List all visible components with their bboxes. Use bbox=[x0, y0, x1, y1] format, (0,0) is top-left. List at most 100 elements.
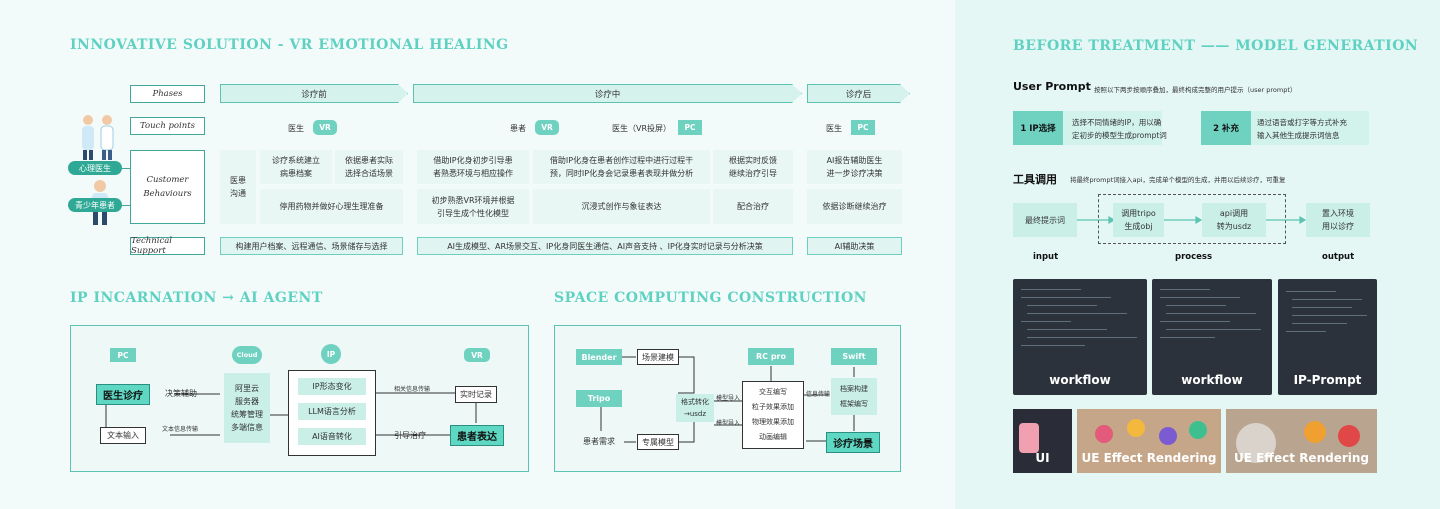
ip-form-change: IP形态变化 bbox=[298, 378, 366, 395]
realtime-record-node: 实时记录 bbox=[455, 386, 497, 403]
role-patient-label: 青少年患者 bbox=[68, 198, 122, 212]
connector-line bbox=[122, 205, 130, 206]
model-import-label: 模型导入 bbox=[716, 395, 741, 402]
doctor-figure-icon bbox=[73, 112, 123, 162]
tool-call-title: 工具调用 bbox=[1013, 173, 1057, 186]
vr-headset-icon: VR bbox=[535, 120, 559, 135]
text-input-node: 文本输入 bbox=[100, 427, 146, 444]
blender-node: Blender bbox=[576, 349, 622, 365]
pc-icon: PC bbox=[110, 348, 136, 362]
ue-render-image-1-label: UE Effect Rendering bbox=[1081, 451, 1217, 465]
cloud-icon: Cloud bbox=[232, 346, 262, 364]
render-object-shape bbox=[1159, 427, 1177, 445]
step1-text: 选择不同情绪的IP，用以确 定初步的模型生成prompt词 bbox=[1072, 118, 1167, 140]
behaviour-patient-5: 依据诊断继续治疗 bbox=[807, 189, 902, 224]
llm-analysis: LLM语言分析 bbox=[298, 403, 366, 420]
ue-render-image-1: UE Effect Rendering bbox=[1077, 409, 1221, 473]
ip-icon: IP bbox=[321, 344, 341, 364]
step1-tag: 1 IP选择 bbox=[1013, 111, 1063, 145]
connector-line bbox=[122, 168, 130, 169]
phase-during: 诊疗中 bbox=[413, 84, 802, 103]
render-object-shape bbox=[1189, 421, 1207, 439]
render-object-shape bbox=[1236, 423, 1276, 463]
process-dashed-frame bbox=[1098, 194, 1286, 244]
behaviour-doctor-1: 诊疗系统建立 病患档案 bbox=[260, 150, 332, 184]
vr-icon: VR bbox=[464, 348, 490, 362]
related-info-label: 相关信息传输 bbox=[394, 386, 431, 393]
pc-monitor-icon: PC bbox=[851, 120, 875, 135]
workflow-image-1-label: workflow bbox=[1049, 373, 1111, 387]
guide-therapy-label: 引导治疗 bbox=[394, 431, 426, 440]
heading-before: BEFORE TREATMENT —— MODEL GENERATION bbox=[1013, 38, 1419, 54]
comm-cell: 医患 沟通 bbox=[220, 150, 256, 224]
tech-before: 构建用户档案、远程通信、场景储存与选择 bbox=[220, 237, 403, 255]
behaviour-doctor-2: 依据患者实际 选择合适场景 bbox=[335, 150, 403, 184]
rcpro-node: RC pro bbox=[748, 348, 794, 365]
tech-after: AI辅助决策 bbox=[807, 237, 902, 255]
behaviour-doctor-5: 根据实时反馈 继续治疗引导 bbox=[713, 150, 793, 184]
behaviour-doctor-3: 借助IP化身初步引导患 者熟悉环境与相应操作 bbox=[417, 150, 529, 184]
info-transfer-label: 信息传输 bbox=[806, 391, 831, 398]
custom-model-node: 专属模型 bbox=[637, 434, 679, 450]
row-label-touchpoints: Touch points bbox=[130, 117, 205, 135]
patient-need-label: 患者需求 bbox=[583, 437, 615, 446]
flow-label-input: input bbox=[1033, 252, 1059, 262]
phase-before: 诊疗前 bbox=[220, 84, 408, 103]
step2-text: 通过语音或打字等方式补充 输入其他生成提示词信息 bbox=[1257, 118, 1347, 140]
workflow-image-2-label: workflow bbox=[1181, 373, 1243, 387]
heading-ip: IP INCARNATION → AI AGENT bbox=[70, 290, 323, 306]
render-object-shape bbox=[1095, 425, 1113, 443]
flow-label-process: process bbox=[1175, 252, 1213, 262]
flow-step-2: 调用tripo 生成obj bbox=[1113, 203, 1164, 237]
row-label-tech: Technical Support bbox=[130, 236, 205, 256]
phase-after: 诊疗后 bbox=[807, 84, 910, 103]
row-label-phases: Phases bbox=[130, 85, 205, 103]
user-prompt-title: User Prompt bbox=[1013, 80, 1091, 93]
text-info-label: 文本信息传输 bbox=[162, 426, 199, 433]
ai-voice: AI语音转化 bbox=[298, 428, 366, 445]
tech-during: AI生成模型、AR场景交互、IP化身同医生通信、AI声音支持 、IP化身实时记录… bbox=[417, 237, 793, 255]
swift-node: Swift bbox=[831, 348, 877, 365]
behaviour-patient-3: 沉浸式创作与象征表达 bbox=[533, 189, 710, 224]
touch-patient: 患者 bbox=[510, 124, 526, 133]
behaviour-patient-4: 配合治疗 bbox=[713, 189, 793, 224]
ue-render-image-2: UE Effect Rendering bbox=[1226, 409, 1377, 473]
render-object-shape bbox=[1127, 419, 1145, 437]
user-prompt-desc: 按照以下两步按顺序叠加，最终构成完整的用户提示（user prompt） bbox=[1094, 86, 1297, 94]
flow-step-1: 最终提示词 bbox=[1013, 203, 1077, 237]
ip-diagram-connectors bbox=[105, 392, 477, 436]
touch-doctor-after: 医生 bbox=[826, 124, 842, 133]
touch-doctor: 医生 bbox=[288, 124, 304, 133]
workflow-image-2: workflow bbox=[1152, 279, 1272, 395]
vr-headset-icon: VR bbox=[313, 120, 337, 135]
flow-step-3: api调用 转为usdz bbox=[1202, 203, 1266, 237]
flow-label-output: output bbox=[1322, 252, 1355, 262]
model-import-label-2: 模型导入 bbox=[716, 420, 741, 427]
patient-express-node: 患者表达 bbox=[450, 425, 504, 446]
render-object-shape bbox=[1304, 421, 1326, 443]
behaviour-patient-2: 初步熟悉VR环境并根据 引导生成个性化模型 bbox=[417, 189, 529, 224]
swift-tasks: 档案构建 框架编写 bbox=[831, 378, 877, 415]
touch-doctor-vr: 医生（VR投屏） bbox=[612, 124, 672, 133]
cloud-server-node: 阿里云 服务器 统筹管理 多端信息 bbox=[224, 373, 270, 443]
format-convert-node: 格式转化 →usdz bbox=[676, 394, 714, 422]
ui-thumbnail-shape bbox=[1019, 423, 1039, 453]
behaviour-doctor-6: AI报告辅助医生 进一步诊疗决策 bbox=[807, 150, 902, 184]
tripo-node: Tripo bbox=[576, 390, 622, 407]
heading-vr: INNOVATIVE SOLUTION - VR EMOTIONAL HEALI… bbox=[70, 37, 509, 53]
ui-image-label: UI bbox=[1035, 451, 1050, 465]
ui-image: UI bbox=[1013, 409, 1072, 473]
therapy-scene-node: 诊疗场景 bbox=[826, 432, 880, 453]
heading-space: SPACE COMPUTING CONSTRUCTION bbox=[554, 290, 867, 306]
scene-model-node: 场景建模 bbox=[637, 349, 679, 365]
decision-assist-label: 决策辅助 bbox=[165, 389, 197, 398]
rcpro-tasks: 交互编写 粒子效果添加 物理效果添加 动画编辑 bbox=[742, 381, 804, 449]
tool-call-desc: 将最终prompt词接入api，完成单个模型的生成，并用以后续诊疗，可重复 bbox=[1070, 176, 1286, 184]
step2-tag: 2 补充 bbox=[1201, 111, 1251, 145]
workflow-image-1: workflow bbox=[1013, 279, 1147, 395]
behaviour-patient-1: 停用药物并做好心理生理准备 bbox=[260, 189, 403, 224]
ip-prompt-image-label: IP-Prompt bbox=[1293, 373, 1362, 387]
role-doctor-label: 心理医生 bbox=[68, 161, 122, 175]
behaviour-doctor-4: 借助IP化身在患者创作过程中进行过程干 预，同时IP化身会记录患者表现并做分析 bbox=[533, 150, 710, 184]
flow-arrows bbox=[1077, 215, 1307, 225]
